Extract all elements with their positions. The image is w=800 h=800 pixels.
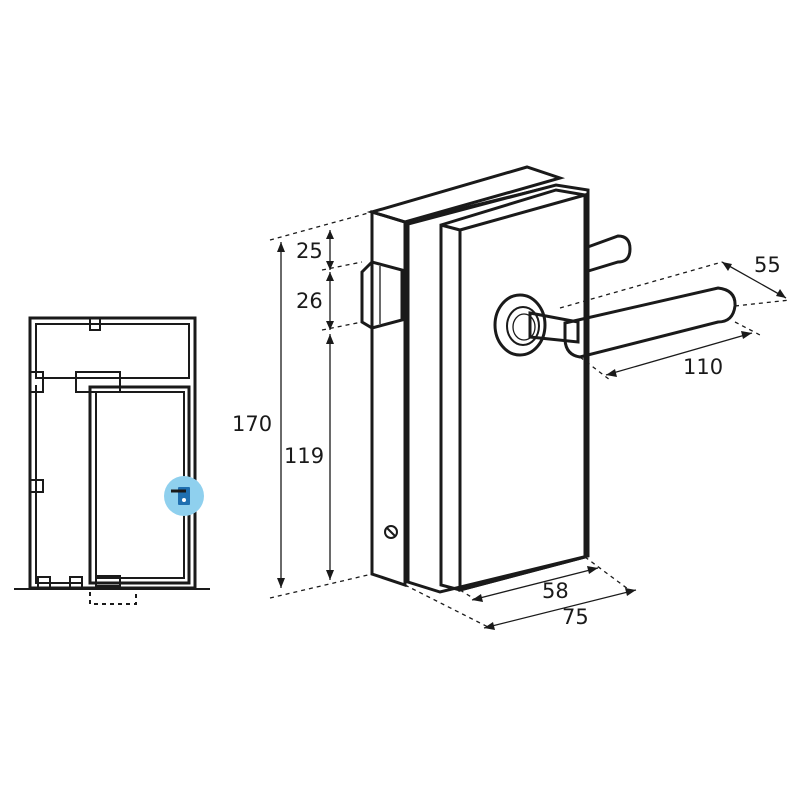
dim-label-front-depth: 58 <box>542 579 569 603</box>
handle-rosette <box>493 293 547 357</box>
side-clamp-middle <box>29 479 44 493</box>
rear-handle-stub <box>584 234 632 274</box>
latch-bolt <box>360 260 404 330</box>
floor-spring <box>89 592 137 605</box>
screw-icon <box>384 525 398 539</box>
dimension-labels: 170 25 26 119 55 110 58 75 <box>232 239 781 629</box>
transom-panel <box>35 323 190 379</box>
dim-label-handle-length: 110 <box>683 355 723 379</box>
bottom-clamp-right <box>69 576 83 589</box>
dim-label-total-depth: 75 <box>562 605 589 629</box>
side-clamp-top <box>29 371 44 393</box>
front-plate-edge <box>439 188 587 592</box>
side-panel <box>35 385 82 584</box>
lock-body-drawing <box>360 165 737 594</box>
outer-frame <box>28 316 197 590</box>
back-plate <box>406 183 590 594</box>
top-pivot-fitting <box>89 317 101 331</box>
dimension-lines <box>269 211 791 630</box>
lever-handle <box>528 286 737 359</box>
dim-label-total-height: 170 <box>232 412 272 436</box>
dim-label-latch-height: 26 <box>296 289 323 313</box>
bottom-pivot-fitting <box>95 575 121 587</box>
front-plate-corner <box>440 223 461 232</box>
door-frame-overview <box>14 316 210 605</box>
dim-label-top-offset: 25 <box>296 239 323 263</box>
dim-label-handle-projection: 55 <box>754 253 781 277</box>
dim-label-lower-height: 119 <box>284 444 324 468</box>
front-plate-face <box>458 193 587 592</box>
bottom-clamp-left <box>37 576 51 589</box>
lock-location-icon <box>171 487 190 505</box>
case-top-inner-edge <box>404 184 557 223</box>
transom-patch-fitting <box>75 371 121 393</box>
case-top-face <box>366 165 566 224</box>
